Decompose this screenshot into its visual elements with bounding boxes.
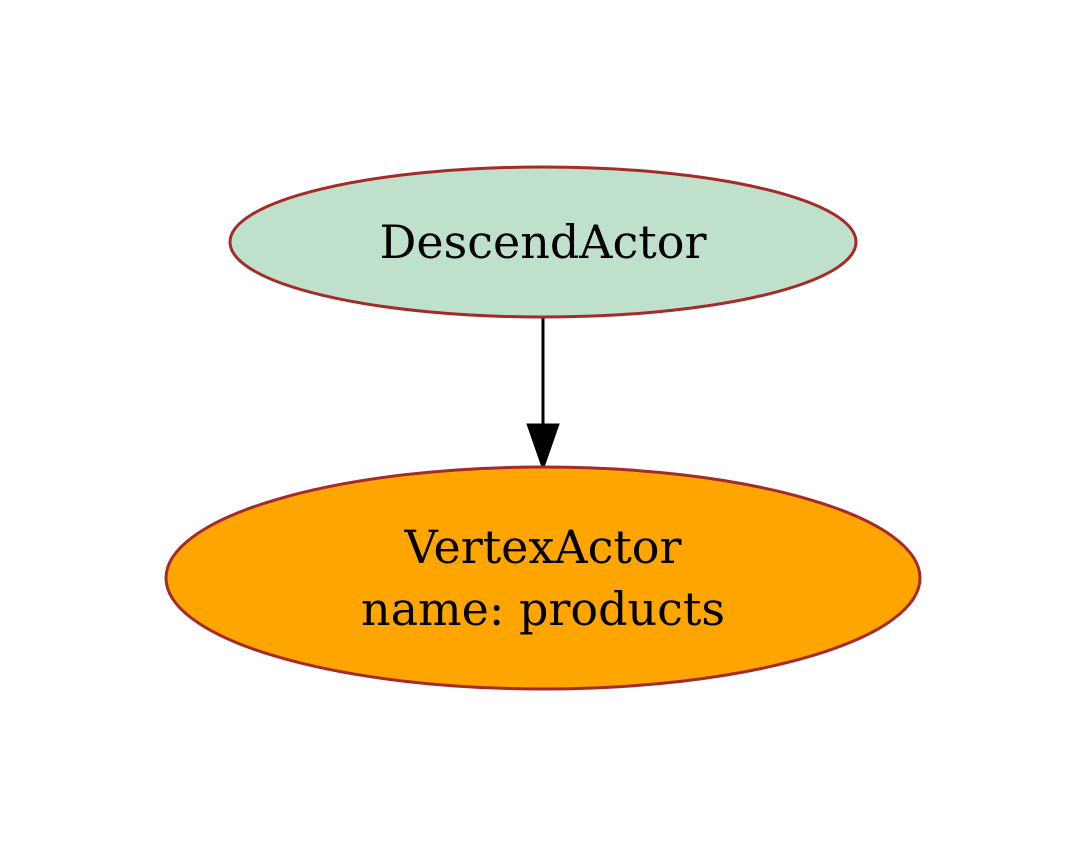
node-descend-actor-ellipse (228, 165, 858, 319)
node-vertex-actor-title: VertexActor (403, 520, 681, 574)
node-descend-actor-label: DescendActor (380, 215, 707, 269)
node-vertex-actor-ellipse (164, 465, 922, 691)
node-vertex-actor[interactable]: VertexActor name: products (164, 465, 922, 691)
edge-descend-to-vertex (526, 317, 560, 472)
arrowhead-icon (526, 423, 560, 472)
node-vertex-actor-name: name: products (361, 582, 725, 636)
node-descend-actor[interactable]: DescendActor (228, 165, 858, 319)
